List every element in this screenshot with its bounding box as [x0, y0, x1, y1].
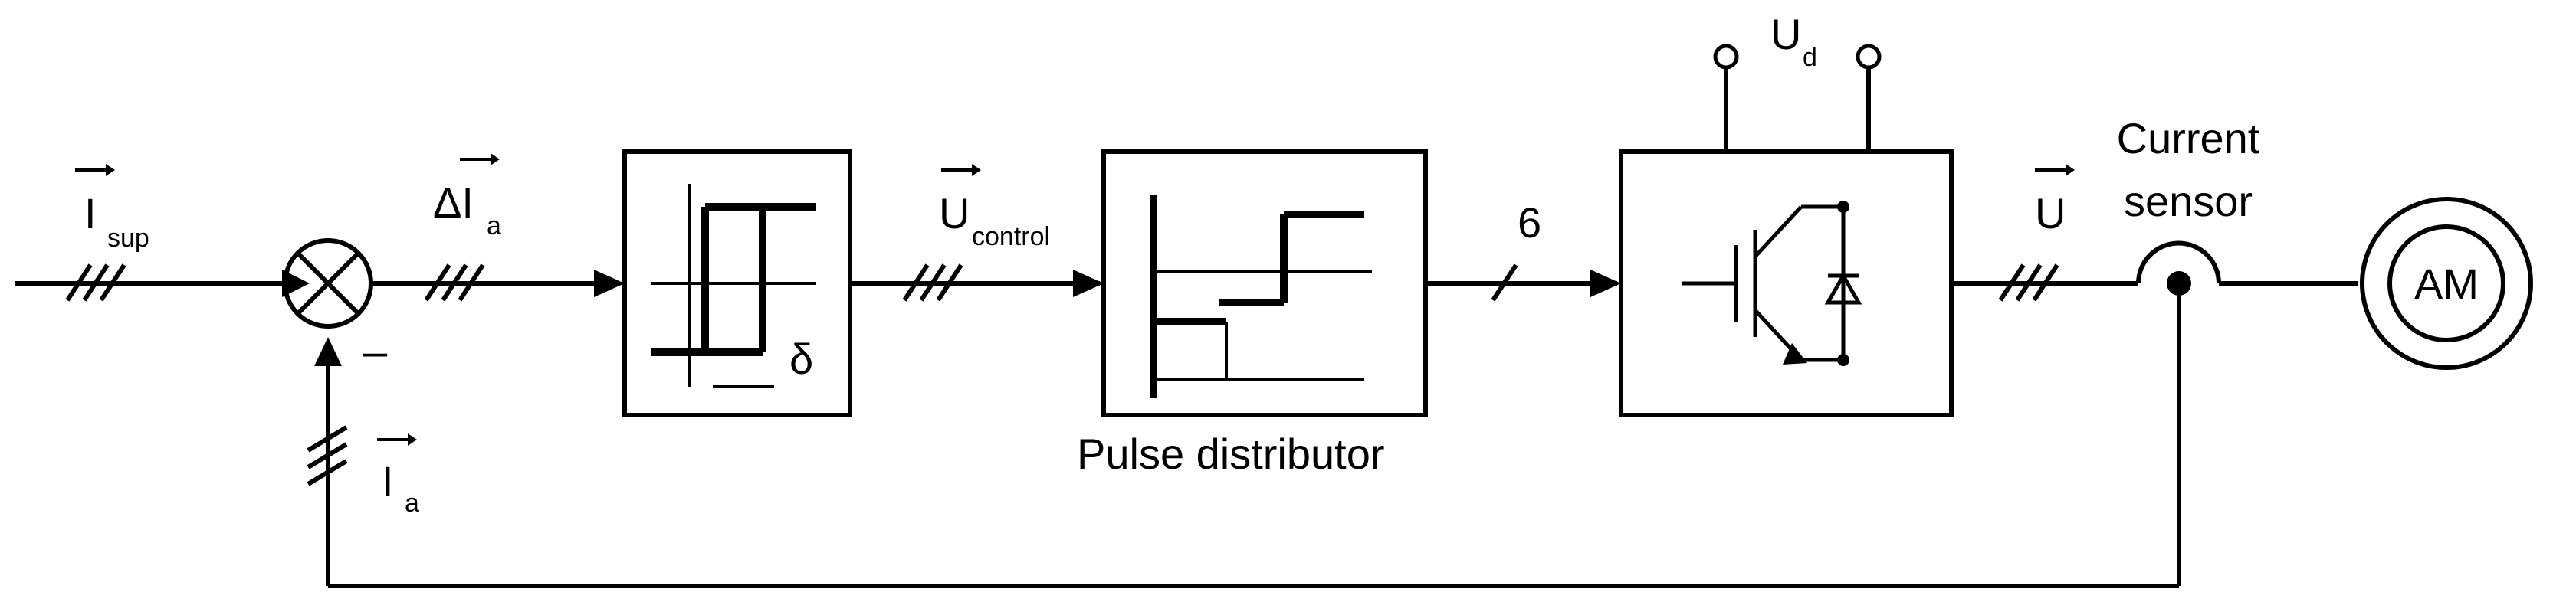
- label-u-d: U d: [1770, 10, 1817, 72]
- current-sensor: [2136, 240, 2221, 296]
- label-u-output: U: [2035, 164, 2075, 237]
- bus-marker-output: [1998, 263, 2059, 302]
- delta-symbol: δ: [789, 335, 813, 383]
- label-u-control: U control: [939, 164, 1050, 251]
- bus-marker-six: [1491, 263, 1518, 302]
- svg-text:sup: sup: [107, 224, 149, 253]
- bus-marker-error: [424, 263, 485, 302]
- hysteresis-icon: [651, 184, 816, 388]
- bus-marker-feedback: [307, 425, 348, 486]
- pulse-distributor-block: [1101, 149, 1428, 417]
- current-sensor-label-line1: Current: [2117, 114, 2260, 162]
- svg-text:a: a: [405, 489, 419, 518]
- arrow-into-inverter: [1590, 270, 1621, 297]
- arrow-into-hysteresis-block: [594, 270, 625, 297]
- motor-am: [2360, 197, 2533, 370]
- hysteresis-block: δ: [622, 149, 852, 417]
- bus-markers: [65, 263, 2059, 486]
- bus-marker-control: [902, 263, 963, 302]
- diode-icon: [1824, 271, 1862, 305]
- motor-label: AM: [2414, 260, 2479, 308]
- svg-text:U: U: [939, 189, 970, 237]
- ud-terminals: [1713, 44, 1882, 70]
- pulse-distributor-label: Pulse distributor: [1077, 430, 1385, 478]
- ud-terminal-right: [1856, 44, 1882, 70]
- arrow-into-comparator: [282, 270, 310, 297]
- label-delta-i: ΔI a: [433, 153, 501, 240]
- svg-text:U: U: [1770, 10, 1801, 58]
- svg-text:d: d: [1803, 43, 1817, 72]
- svg-text:a: a: [487, 211, 501, 240]
- arrow-feedback-up: [314, 337, 342, 366]
- ud-terminal-left: [1713, 44, 1739, 70]
- minus-sign: –: [363, 327, 388, 375]
- svg-text:ΔI: ΔI: [433, 178, 474, 227]
- bus-marker-input: [65, 263, 126, 302]
- svg-text:control: control: [972, 222, 1050, 251]
- svg-text:U: U: [2035, 189, 2066, 237]
- pulse-distributor-icon: [1150, 195, 1372, 398]
- svg-text:I: I: [382, 457, 394, 505]
- summing-junction: [283, 238, 373, 329]
- igbt-dots-arrows: [1783, 201, 1849, 366]
- label-six: 6: [1518, 198, 1541, 247]
- arrowheads: [282, 270, 1621, 366]
- igbt-icon: [1682, 204, 1846, 362]
- inverter-block: [1619, 149, 1954, 417]
- arrow-into-pulse-distributor: [1073, 270, 1104, 297]
- current-sensor-label-line2: sensor: [2124, 177, 2253, 225]
- label-i-sup: I sup: [75, 164, 149, 253]
- svg-text:I: I: [84, 189, 97, 237]
- label-i-a: I a: [377, 433, 419, 518]
